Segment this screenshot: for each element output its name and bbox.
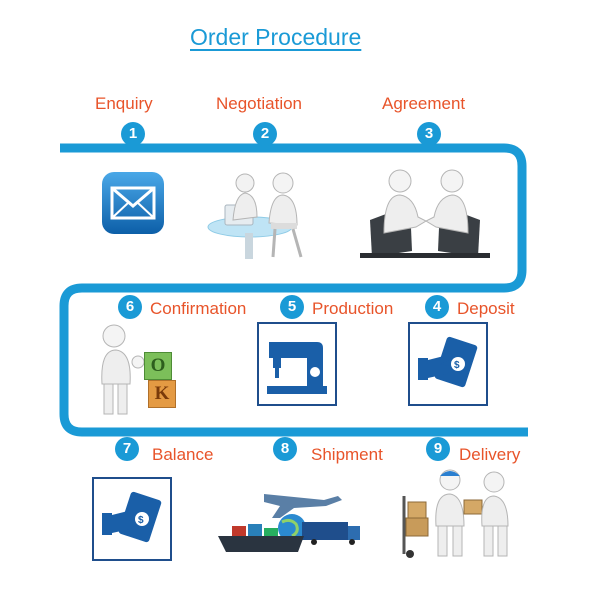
transport-icon bbox=[218, 494, 360, 552]
step-8-number: 8 bbox=[273, 437, 297, 461]
step-5-number: 5 bbox=[280, 295, 304, 319]
step-1-number: 1 bbox=[121, 122, 145, 146]
thumbs-up-figure bbox=[101, 324, 145, 415]
ok-block-o: O bbox=[144, 352, 172, 380]
meeting-figures bbox=[207, 172, 303, 259]
step-6-label: Confirmation bbox=[150, 299, 247, 318]
step-2-label: Negotiation bbox=[216, 94, 303, 113]
step-6-number: 6 bbox=[118, 295, 142, 319]
balance-frame: $ bbox=[92, 477, 172, 561]
step-3-label: Agreement bbox=[382, 94, 466, 113]
payment-icon: $ bbox=[102, 491, 162, 543]
delivery-figures bbox=[402, 469, 509, 558]
step-4-label: Deposit bbox=[457, 299, 515, 318]
svg-text:$: $ bbox=[454, 360, 460, 371]
step-7-number: 7 bbox=[115, 437, 139, 461]
step-9-number: 9 bbox=[426, 437, 450, 461]
ok-blocks-figure: O K bbox=[94, 322, 184, 418]
envelope-icon bbox=[102, 172, 164, 234]
production-frame bbox=[257, 322, 337, 406]
step-9-label: Delivery bbox=[459, 445, 521, 464]
step-4-number: 4 bbox=[425, 295, 449, 319]
sewing-machine-icon bbox=[267, 342, 327, 394]
payment-icon: $ bbox=[418, 336, 478, 388]
deposit-frame: $ bbox=[408, 322, 488, 406]
svg-text:$: $ bbox=[138, 515, 144, 526]
step-3-number: 3 bbox=[417, 122, 441, 146]
step-8-label: Shipment bbox=[311, 445, 383, 464]
handshake-figures bbox=[360, 169, 490, 258]
step-5-label: Production bbox=[312, 299, 394, 318]
step-2-number: 2 bbox=[253, 122, 277, 146]
step-7-label: Balance bbox=[152, 445, 214, 464]
ok-block-k: K bbox=[148, 380, 176, 408]
step-1-label: Enquiry bbox=[95, 94, 153, 113]
page-title: Order Procedure bbox=[190, 24, 362, 50]
